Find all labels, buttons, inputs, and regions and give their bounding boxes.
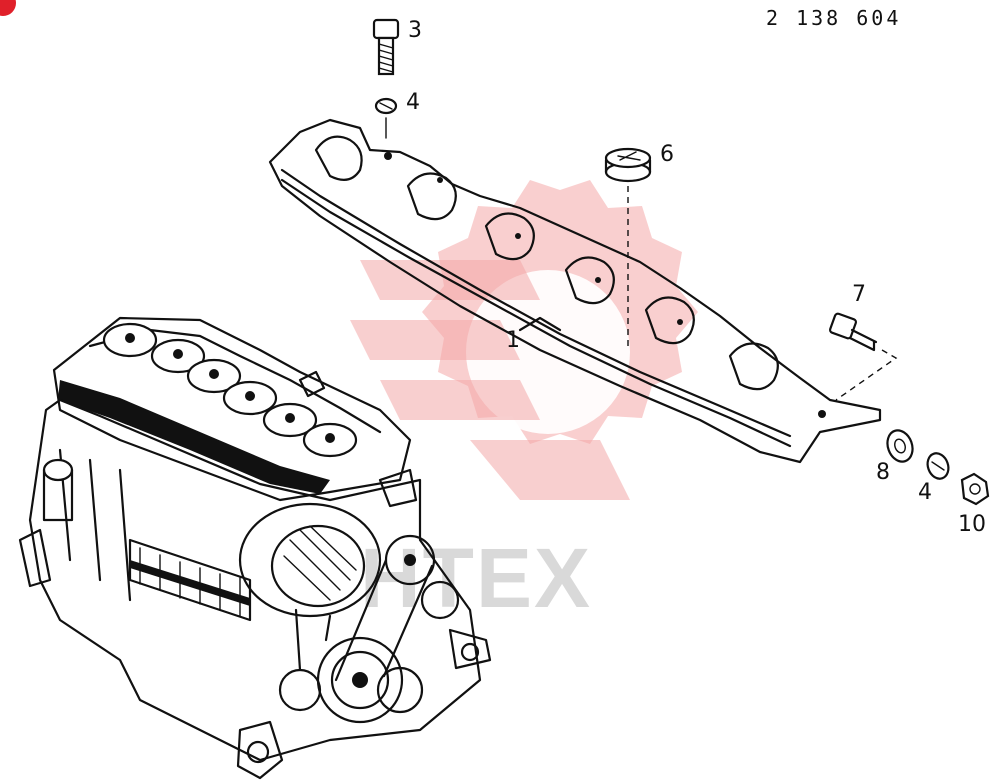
leader-line-7 <box>835 349 898 401</box>
bolt-part-3 <box>372 18 400 76</box>
nut-part-10 <box>960 472 990 506</box>
cover-plate-part-1 <box>268 118 882 464</box>
engine-block-illustration <box>18 316 492 780</box>
plug-part-6 <box>604 147 652 183</box>
callout-4: 4 <box>406 90 420 115</box>
callout-8: 8 <box>876 460 890 485</box>
callout-7: 7 <box>852 282 866 307</box>
part-number: 2 138 604 <box>766 6 902 30</box>
lock-washer-part-4 <box>374 97 398 115</box>
corner-badge <box>0 0 16 16</box>
callout-3: 3 <box>408 18 422 43</box>
washer-part-8 <box>886 429 914 463</box>
callout-1: 1 <box>506 328 520 353</box>
lock-washer-part-4b <box>926 452 950 480</box>
callout-4b: 4 <box>918 480 932 505</box>
callout-10: 10 <box>958 512 986 537</box>
callout-6: 6 <box>660 142 674 167</box>
bolt-part-7 <box>828 312 878 352</box>
watermark-text: HTEX <box>360 531 593 625</box>
